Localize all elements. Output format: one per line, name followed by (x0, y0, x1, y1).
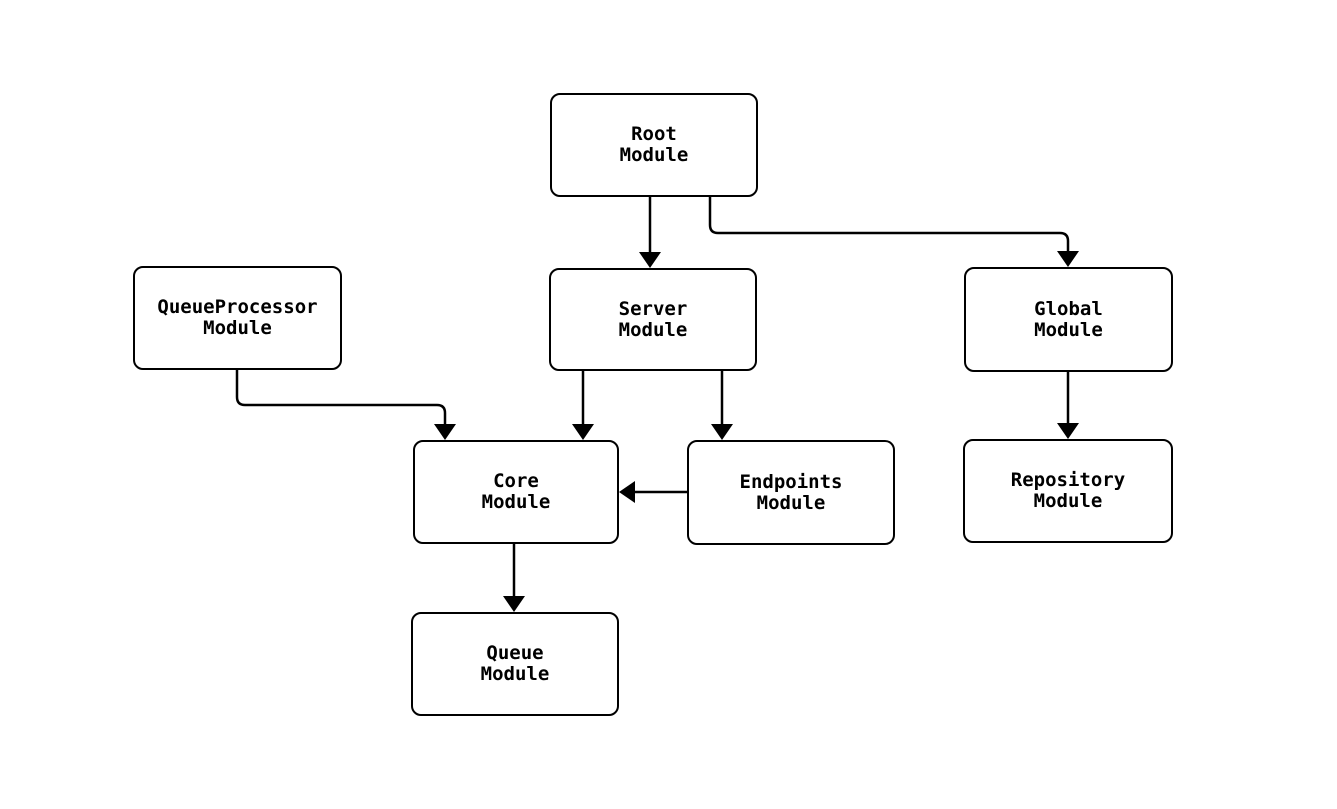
node-core-module-label: Core Module (481, 470, 551, 513)
node-server-module: Server Module (549, 268, 757, 371)
node-root-module-label: Root Module (619, 123, 689, 166)
edge-global-repository (1057, 372, 1079, 439)
node-endpoints-module: Endpoints Module (687, 440, 895, 545)
edge-root-server (639, 197, 661, 268)
node-queue-module-label: Queue Module (480, 642, 550, 685)
node-server-module-label: Server Module (618, 297, 688, 341)
node-repository-module-label: Repository Module (1010, 469, 1126, 512)
edge-core-queue (503, 544, 525, 612)
node-core-module: Core Module (413, 440, 619, 544)
edge-queueprocessor-core (235, 370, 456, 440)
edge-root-global (708, 197, 1079, 267)
node-queueprocessor-module-label: QueueProcessor Module (157, 296, 318, 339)
edge-server-endpoints (711, 371, 733, 440)
edge-server-core (572, 371, 594, 440)
node-queue-module: Queue Module (411, 612, 619, 716)
node-root-module: Root Module (550, 93, 758, 197)
node-endpoints-module-label: Endpoints Module (739, 470, 843, 514)
node-queueprocessor-module: QueueProcessor Module (133, 266, 342, 370)
node-global-module-label: Global Module (1034, 297, 1103, 341)
node-global-module: Global Module (964, 267, 1173, 372)
edge-endpoints-core (619, 481, 687, 503)
node-repository-module: Repository Module (963, 439, 1173, 543)
